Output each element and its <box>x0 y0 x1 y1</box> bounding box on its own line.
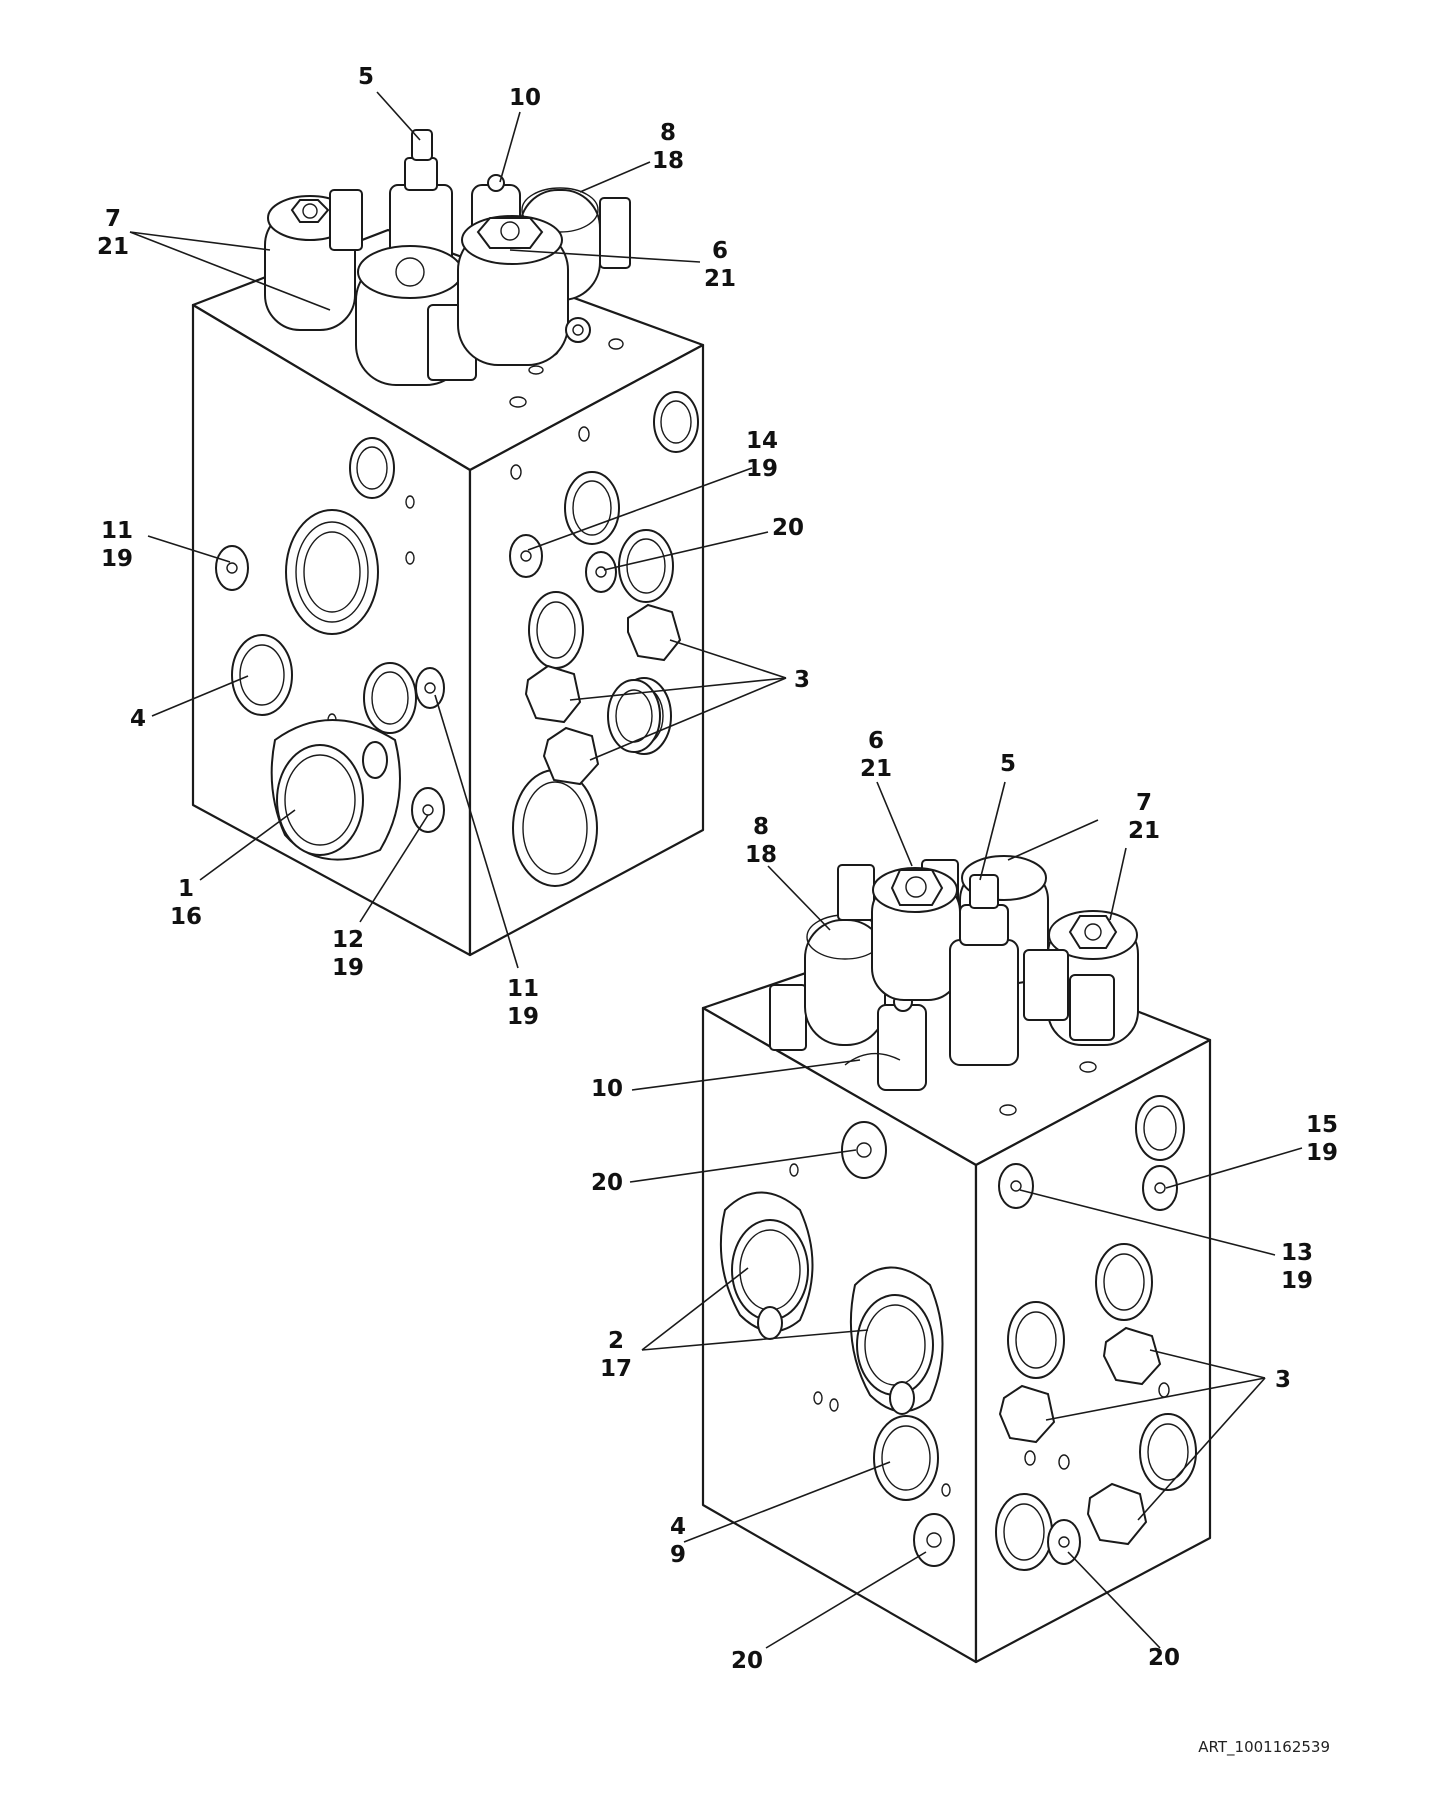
callout-20-lower-c: 20 <box>1148 1645 1180 1671</box>
callout-5: 5 <box>358 64 374 90</box>
art-number: ART_1001162539 <box>1198 1738 1330 1757</box>
callout-10: 10 <box>509 85 541 111</box>
lower-valve-block <box>701 855 1212 1664</box>
callout-20-lower-b: 20 <box>731 1648 763 1674</box>
callout-3-lower: 3 <box>1275 1367 1291 1393</box>
callout-4-upper: 4 <box>130 706 146 732</box>
callout-3-upper: 3 <box>794 667 810 693</box>
leader-lines <box>129 91 1303 1649</box>
upper-top-components <box>264 129 631 386</box>
upper-left-ports <box>215 437 445 861</box>
callout-10-lower: 10 <box>591 1076 623 1102</box>
callout-20-lower-a: 20 <box>591 1170 623 1196</box>
callout-20-upper: 20 <box>772 515 804 541</box>
upper-valve-block <box>191 129 705 957</box>
lower-top-components <box>769 855 1139 1091</box>
callout-5-lower: 5 <box>1000 751 1016 777</box>
